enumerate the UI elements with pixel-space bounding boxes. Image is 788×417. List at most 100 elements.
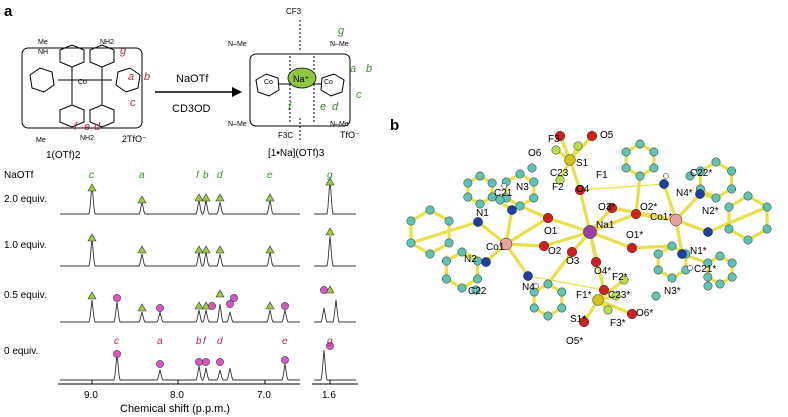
- fluorine-atom: [611, 291, 621, 301]
- atom-label: N1*: [690, 246, 707, 257]
- carbon-atom: [621, 147, 631, 157]
- bond: [504, 242, 546, 248]
- free-peak-marker-icon: [156, 304, 164, 312]
- peak-label-free: c: [114, 336, 119, 347]
- atom-label: O4*: [594, 266, 611, 277]
- carbon-atom: [444, 238, 454, 248]
- atom-label: F2: [552, 182, 564, 193]
- tick-label-7: 7.0: [257, 390, 271, 401]
- atom-label: Na1: [596, 220, 615, 231]
- carbon-atom: [762, 202, 772, 212]
- free-peak-marker-icon: [113, 294, 121, 302]
- bond: [588, 212, 638, 234]
- complex-peak-marker-icon: [194, 245, 204, 254]
- nitrogen-atom: [695, 189, 705, 199]
- carbon-atom: [635, 139, 645, 149]
- panel-a: a Co Me NH NH2 Me NH2 g a b c f e d: [4, 3, 372, 415]
- nitrogen-atom: [473, 217, 483, 227]
- fluorine-atom: [555, 175, 565, 185]
- complex-peak-marker-icon: [201, 301, 211, 310]
- atom-label: C23: [550, 168, 569, 179]
- carbon-atom: [406, 216, 416, 226]
- carbon-atom: [557, 303, 567, 313]
- oxygen-atom: [554, 130, 566, 142]
- nitrogen-atom: [481, 257, 491, 267]
- bond: [527, 275, 605, 291]
- atom-label: O3: [566, 256, 580, 267]
- carbon-atom: [441, 256, 451, 266]
- complex-peak-marker-icon: [325, 177, 335, 186]
- carbon-atom: [743, 191, 753, 201]
- fluorine-atom: [551, 145, 561, 155]
- carbon-atom: [649, 163, 659, 173]
- reactant-cobalt-label: Co: [78, 79, 87, 86]
- sulfur-atom: [592, 294, 604, 306]
- reactant-proton-g: g: [120, 45, 127, 57]
- reactant-name: 1(OTf)2: [46, 150, 81, 161]
- oxygen-atom: [606, 202, 618, 214]
- reactant-structure: [21, 44, 143, 129]
- oxygen-atom: [630, 208, 642, 220]
- hydrogen-atom: [663, 173, 669, 179]
- complex-peak-marker-icon: [325, 227, 335, 236]
- oxygen-atom: [542, 212, 554, 224]
- carbon-atom: [667, 241, 677, 251]
- free-peak-marker-icon: [320, 286, 328, 294]
- tick-label-9: 9.0: [84, 390, 98, 401]
- complex-peak-marker-icon: [137, 303, 147, 312]
- carbon-atom: [473, 274, 483, 284]
- carbon-atom: [727, 272, 737, 282]
- carbon-atom: [703, 281, 713, 291]
- trace-label-0-5: 0.5 equiv.: [4, 290, 47, 301]
- bond: [504, 242, 530, 278]
- peak-label-complex: f: [196, 170, 200, 181]
- free-peak-marker-icon: [202, 358, 210, 366]
- carbon-atom: [727, 184, 737, 194]
- nmr-traces: [60, 177, 356, 381]
- free-peak-marker-icon: [281, 356, 289, 364]
- oxygen-atom: [566, 246, 578, 258]
- complex-peak-marker-icon: [201, 245, 211, 254]
- atom-label: N1: [476, 208, 489, 219]
- atom-label: N2*: [702, 206, 719, 217]
- bond: [634, 212, 678, 222]
- free-peak-marker-icon: [326, 342, 334, 350]
- panel-b-label: b: [390, 117, 399, 134]
- complex-peak-marker-icon: [137, 195, 147, 204]
- atom-label: N2: [464, 254, 477, 265]
- bond: [546, 250, 574, 286]
- bond: [546, 216, 592, 234]
- carbon-atom: [685, 171, 695, 181]
- atom-label: O4: [576, 184, 590, 195]
- carbon-atom: [527, 163, 537, 173]
- atom-label: F3*: [610, 318, 626, 329]
- oxygen-atom: [598, 284, 610, 296]
- complex-peak-marker-icon: [265, 301, 275, 310]
- fluorine-atom: [619, 275, 629, 285]
- bond: [504, 216, 550, 246]
- complex-peak-marker-icon: [325, 285, 335, 294]
- carbon-atom: [457, 283, 467, 293]
- peak-label-free: b: [196, 336, 202, 347]
- atom-label: N3*: [664, 286, 681, 297]
- nitrogen-atom: [507, 205, 517, 215]
- bond: [518, 204, 550, 220]
- nitrogen-atom: [703, 227, 713, 237]
- panel-a-label: a: [4, 3, 13, 20]
- reactant-amine-top: NH: [38, 49, 48, 56]
- bond: [409, 220, 480, 245]
- atom-label: N4*: [676, 188, 693, 199]
- carbon-atom: [529, 177, 539, 187]
- reactant-counterion: 2TfO⁻: [122, 134, 147, 144]
- peak-label-free: e: [282, 336, 288, 347]
- atom-label: F2*: [612, 272, 628, 283]
- peak-label-complex: d: [217, 170, 223, 181]
- carbon-atom: [425, 249, 435, 259]
- product-cobalt-right: Co: [324, 79, 333, 86]
- product-proton-f: f: [288, 101, 292, 113]
- complex-peak-marker-icon: [265, 245, 275, 254]
- atom-label: O1: [544, 226, 558, 237]
